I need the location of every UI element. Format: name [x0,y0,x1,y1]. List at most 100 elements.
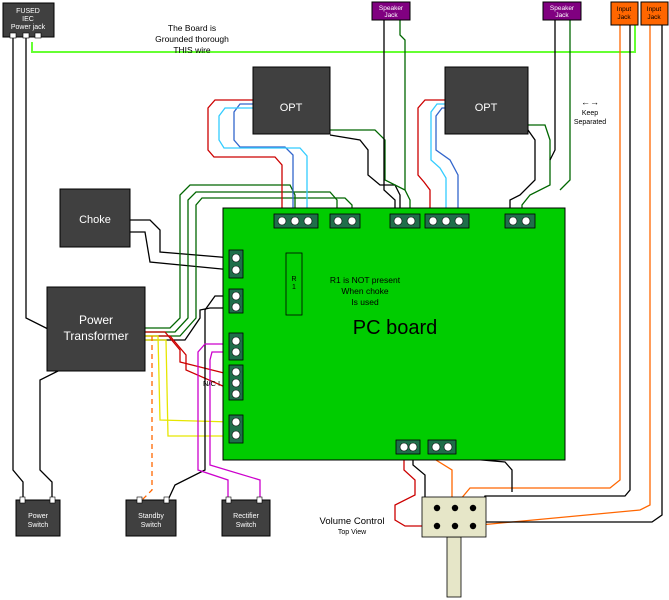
iec-power-jack [2,2,55,38]
speaker-left-green-wire [399,20,406,190]
input-jack-left [610,1,639,26]
ground-note-line2: Grounded thorough [155,34,229,44]
iec-pin [22,32,30,39]
iec-pin [34,32,42,39]
top-terminal-holes [277,216,531,226]
rectifier-magenta-wire-1 [197,343,232,500]
speaker-jack-right-line1: Speaker [550,5,575,12]
keep-separated-line1: Keep [582,110,598,117]
standby-black-wire [167,295,232,501]
rectifier-switch [221,499,271,537]
volume-control-subtitle: Top View [338,529,367,536]
standby-switch-line2: Switch [141,522,162,529]
opt-right-label: OPT [475,102,498,114]
volume-control-title: Volume Control [320,516,385,527]
switch-pin [163,496,170,504]
input-right-orange-wire [479,25,651,526]
power-transformer-line2: Transformer [64,329,129,343]
opt-left [252,66,331,135]
transformer-yellow-wire-2 [145,339,232,437]
iec-to-power-switch-wire-2 [25,36,51,331]
bottom-terminal-holes [399,442,453,452]
transformer-red-wire-1 [145,331,233,376]
transformer-black-wire [145,307,232,341]
iec-label-line1: FUSED [16,8,40,15]
keep-separated-arrow: ←→ [581,97,599,107]
switch-pin [49,496,56,504]
volume-pot-body [421,496,487,538]
power-transformer-line1: Power [79,313,113,327]
r1-note-line1: R1 is NOT present [330,275,401,285]
transformer-green-wire-2 [145,191,338,333]
opt-left-label: OPT [280,102,303,114]
input-jack-left-line1: Input [617,6,632,13]
power-switch [15,499,61,537]
left-terminal-holes [231,253,241,440]
opt-left-cyan-wire [218,107,308,218]
standby-switch-line1: Standby [138,513,164,520]
opt-right [444,66,529,135]
input-right-black-wire [480,25,663,523]
power-transformer [46,286,146,372]
opt-right-black-wire [509,129,536,218]
pc-board [222,207,566,461]
opt-right-cyan-wire [430,103,447,218]
opt-right-blue-wire [435,107,459,218]
opt-left-black-wire [329,134,401,218]
input-jack-left-line2: Jack [617,14,631,21]
r1-label-line1: R [291,276,296,283]
opt-left-green-wire [330,129,411,218]
power-switch-line2: Switch [28,522,49,529]
r1-note-line2: When choke [341,286,389,296]
switch-pin [19,496,26,504]
switch-pin [225,496,232,504]
rectifier-switch-line2: Switch [236,522,257,529]
speaker-jack-right-line2: Jack [555,12,569,19]
pc-board-label: PC board [353,317,438,339]
transformer-green-wire-3 [145,197,353,337]
ground-note-line3: THIS wire [173,45,211,55]
transformer-green-wire-1 [145,184,296,329]
speaker-right-green-wire [559,20,571,191]
opt-right-red-wire [417,99,445,218]
rectifier-magenta-wire-2 [209,351,261,500]
choke-to-board-wire-1 [130,219,233,259]
volume-pot-lugs [433,504,477,530]
switch-pin [136,496,143,504]
opt-left-blue-wire [233,103,294,218]
volume-pot-shaft [446,536,462,598]
iec-to-power-switch-wire-1 [12,36,24,500]
ground-wire [31,25,636,53]
speaker-jack-right [542,1,582,21]
standby-dashed-wire [141,336,153,501]
speaker-jack-left-line1: Speaker [379,5,404,12]
switch-pin [256,496,263,504]
standby-switch [125,499,177,537]
iec-label-line2: IEC [22,16,34,23]
nc-label: N/C ! [203,379,220,388]
r1-note-line3: Is used [351,297,379,307]
ground-note-line1: The Board is [168,23,216,33]
transformer-to-power-switch-wire [39,369,61,500]
r1-resistor [285,252,303,316]
opt-left-red-wire [207,99,283,218]
opt-right-green-wire [521,124,551,218]
input-jack-right [640,1,669,26]
keep-separated-line2: Separated [574,119,606,126]
power-switch-line1: Power [28,513,49,520]
rectifier-switch-line1: Rectifier [233,513,259,520]
choke [59,188,131,248]
choke-label: Choke [79,214,111,226]
transformer-red-wire-2 [145,335,233,391]
input-jack-right-line2: Jack [647,14,661,21]
speaker-jack-left-line2: Jack [384,12,398,19]
speaker-left-black-wire [383,20,396,218]
choke-to-board-wire-2 [130,231,233,271]
input-jack-right-line1: Input [647,6,662,13]
iec-pin [9,32,17,39]
speaker-right-black-wire [549,20,556,161]
iec-label-line3: Power jack [11,24,46,31]
speaker-jack-left [371,1,411,21]
